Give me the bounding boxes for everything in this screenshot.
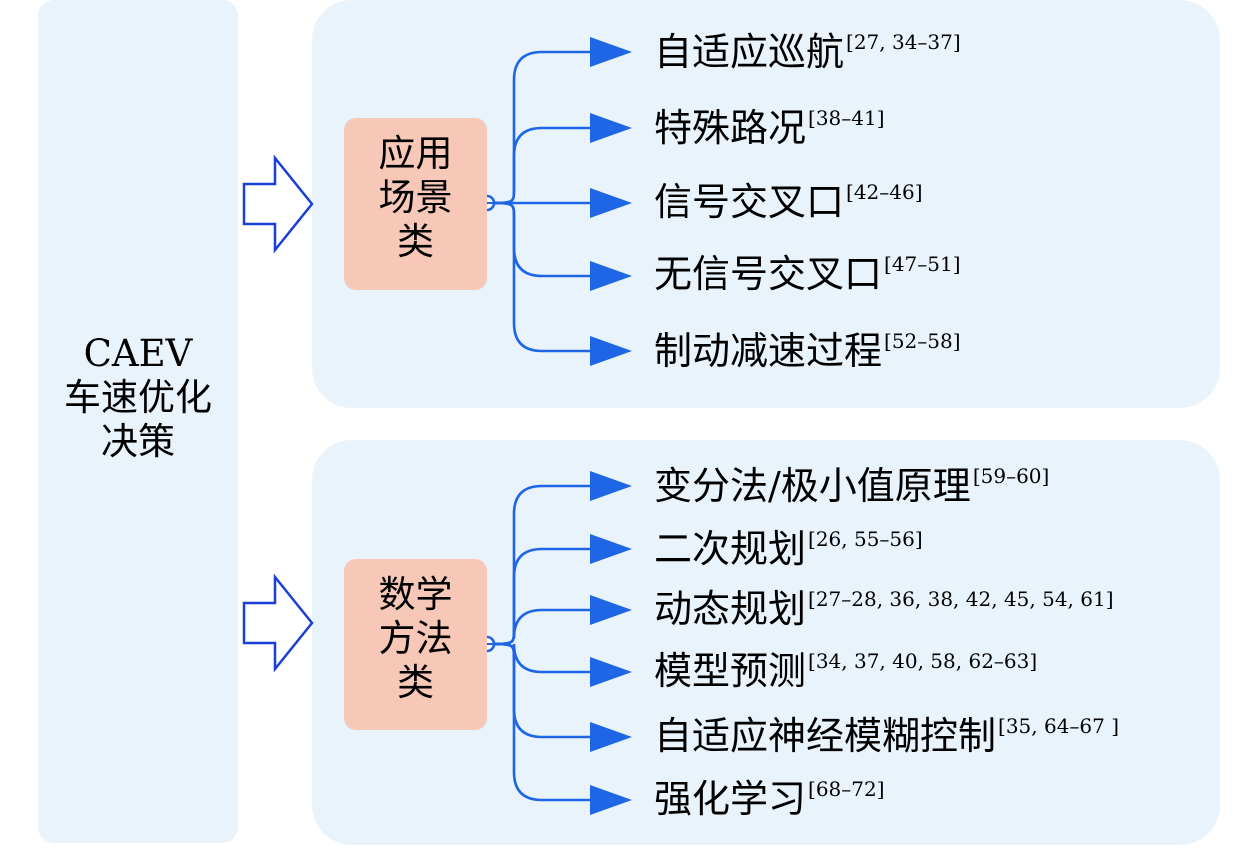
leaf-item: 强化学习[68–72] bbox=[654, 775, 885, 823]
arrowhead-icon bbox=[590, 336, 632, 366]
root-panel bbox=[38, 0, 238, 843]
branch-group-application bbox=[478, 37, 632, 366]
leaf-item: 动态规划[27–28, 36, 38, 42, 45, 54, 61] bbox=[654, 585, 1114, 633]
arrowhead-icon bbox=[590, 534, 632, 564]
leaf-text: 变分法/极小值原理 bbox=[654, 464, 971, 508]
leaf-ref: [35, 64–67 ] bbox=[998, 714, 1120, 738]
root-node-label: CAEV 车速优化 决策 bbox=[38, 332, 238, 464]
leaf-ref: [42–46] bbox=[846, 180, 923, 204]
arrowhead-icon bbox=[590, 261, 632, 291]
leaf-item: 无信号交叉口[47–51] bbox=[654, 250, 961, 298]
leaf-ref: [38–41] bbox=[808, 106, 885, 130]
connector-line bbox=[486, 642, 592, 674]
root-line-1: CAEV bbox=[83, 332, 193, 375]
leaf-text: 无信号交叉口 bbox=[654, 252, 883, 296]
category-box-application: 应用 场景 类 bbox=[344, 118, 487, 290]
arrowhead-icon bbox=[590, 657, 632, 687]
connector-line bbox=[486, 484, 592, 646]
leaf-item: 自适应巡航[27, 34–37] bbox=[654, 28, 961, 76]
root-line-3: 决策 bbox=[101, 420, 175, 463]
category-line: 方法 bbox=[378, 617, 453, 660]
leaf-ref: [59–60] bbox=[972, 464, 1050, 488]
hollow-arrow-bottom-icon bbox=[242, 573, 314, 673]
arrowhead-icon bbox=[590, 188, 632, 218]
leaf-text: 动态规划 bbox=[654, 587, 807, 631]
leaf-ref: [27–28, 36, 38, 42, 45, 54, 61] bbox=[808, 587, 1114, 611]
leaf-ref: [27, 34–37] bbox=[846, 30, 961, 54]
leaf-text: 强化学习 bbox=[654, 777, 807, 821]
arrowhead-icon bbox=[590, 722, 632, 752]
leaf-item: 特殊路况[38–41] bbox=[654, 104, 885, 152]
connector-line bbox=[486, 642, 592, 802]
arrowhead-icon bbox=[590, 37, 632, 67]
leaf-item: 变分法/极小值原理[59–60] bbox=[654, 462, 1049, 510]
category-line: 场景 bbox=[378, 176, 453, 219]
connector-line bbox=[486, 608, 592, 646]
arrowhead-icon bbox=[590, 471, 632, 501]
hollow-arrow-top-icon bbox=[242, 154, 314, 254]
leaf-item: 信号交叉口[42–46] bbox=[654, 178, 923, 226]
leaf-text: 模型预测 bbox=[654, 649, 807, 693]
category-line: 类 bbox=[397, 220, 434, 263]
arrowhead-icon bbox=[590, 113, 632, 143]
connector-line bbox=[486, 201, 592, 278]
arrowhead-icon bbox=[590, 785, 632, 815]
leaf-text: 自适应巡航 bbox=[654, 30, 845, 74]
root-line-2: 车速优化 bbox=[64, 376, 212, 419]
leaf-item: 制动减速过程[52–58] bbox=[654, 327, 961, 375]
leaf-text: 二次规划 bbox=[654, 527, 807, 571]
connector-line bbox=[486, 547, 592, 646]
category-line: 类 bbox=[397, 661, 434, 704]
leaf-item: 自适应神经模糊控制[35, 64–67 ] bbox=[654, 712, 1119, 760]
leaf-text: 自适应神经模糊控制 bbox=[654, 714, 997, 758]
leaf-ref: [52–58] bbox=[884, 329, 961, 353]
leaf-item: 二次规划[26, 55–56] bbox=[654, 525, 923, 573]
connector-line bbox=[486, 126, 592, 205]
connector-line bbox=[486, 201, 592, 353]
leaf-text: 信号交叉口 bbox=[654, 180, 845, 224]
leaf-ref: [34, 37, 40, 58, 62–63] bbox=[808, 649, 1038, 673]
arrowhead-icon bbox=[590, 595, 632, 625]
branch-group-methods bbox=[478, 471, 632, 815]
leaf-text: 制动减速过程 bbox=[654, 329, 883, 373]
leaf-ref: [68–72] bbox=[808, 777, 885, 801]
category-box-methods: 数学 方法 类 bbox=[344, 559, 487, 730]
leaf-text: 特殊路况 bbox=[654, 106, 807, 150]
category-line: 应用 bbox=[378, 132, 453, 175]
leaf-ref: [26, 55–56] bbox=[808, 527, 923, 551]
leaf-ref: [47–51] bbox=[884, 252, 961, 276]
connector-line bbox=[486, 642, 592, 739]
leaf-item: 模型预测[34, 37, 40, 58, 62–63] bbox=[654, 647, 1037, 695]
category-line: 数学 bbox=[378, 573, 453, 616]
